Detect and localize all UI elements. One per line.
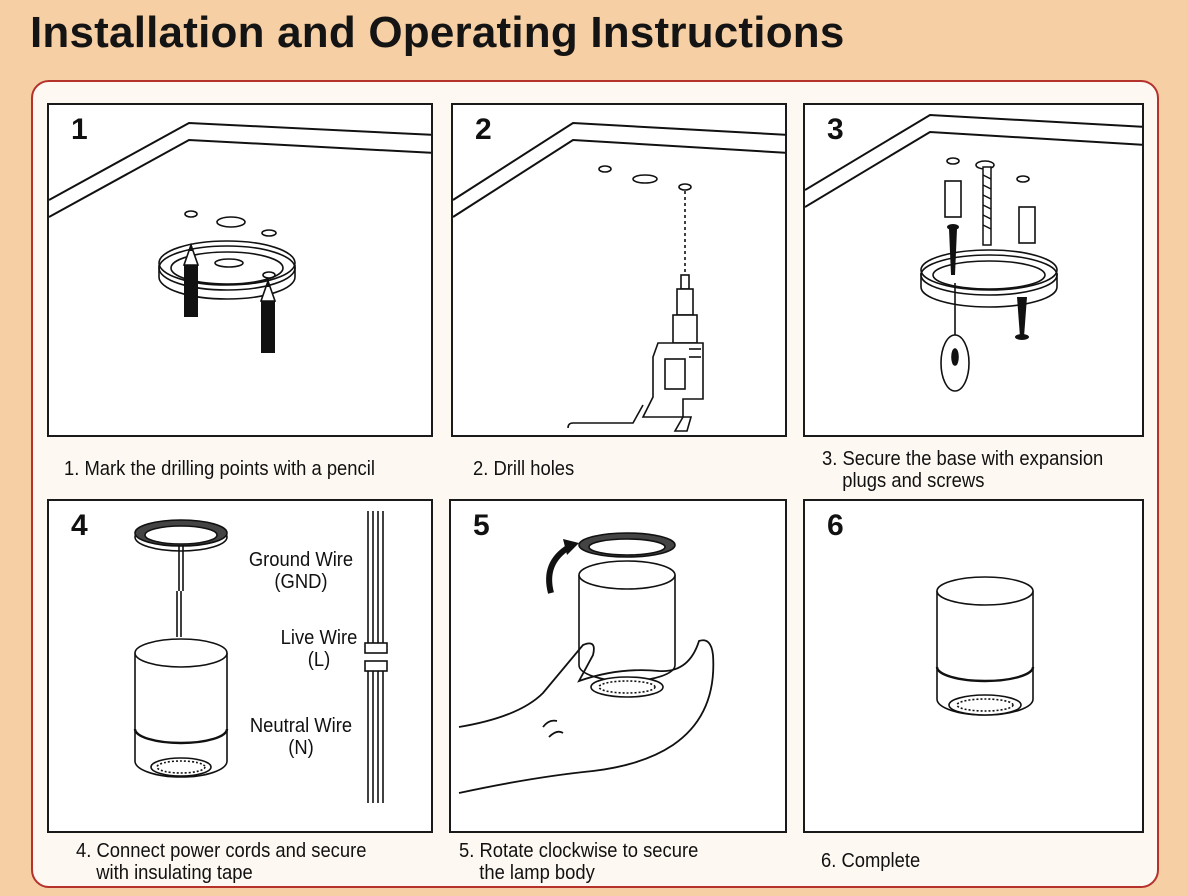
rotate-arrow-icon [546, 539, 579, 594]
step-5-illustration [458, 532, 715, 794]
lamp-icon [578, 560, 676, 698]
ground-wire-label: Ground Wire (GND) [248, 549, 354, 593]
step-number: 6 [827, 509, 844, 542]
page-title: Installation and Operating Instructions [30, 8, 845, 57]
lamp-icon [935, 576, 1035, 716]
step-3-illustration [805, 113, 1142, 392]
step-3-panel: 3 [803, 103, 1144, 437]
step-5-panel: 5 [449, 499, 787, 833]
step-3-caption: 3. Secure the base with expansion plugs … [822, 448, 1104, 492]
step-2-illustration [453, 121, 785, 432]
step-4-panel: 4 Ground Wire (GND) Live Wire (L) Neutra… [47, 499, 433, 833]
screw-icon [947, 224, 959, 275]
screw-icon [1015, 297, 1029, 340]
screwdriver-icon [940, 283, 970, 392]
step-number: 3 [827, 113, 844, 146]
step-4-caption: 4. Connect power cords and secure with i… [76, 840, 367, 884]
step-number: 2 [475, 113, 492, 146]
screw-icon [982, 166, 992, 246]
pencil-icon [259, 278, 277, 353]
step-5-caption: 5. Rotate clockwise to secure the lamp b… [459, 840, 699, 884]
step-number: 1 [71, 113, 88, 146]
step-1-panel: 1 [47, 103, 433, 437]
step-6-caption: 6. Complete [821, 850, 921, 872]
step-2-caption: 2. Drill holes [473, 458, 575, 480]
drill-icon [567, 274, 704, 432]
step-1-illustration [49, 121, 431, 353]
lamp-icon [133, 638, 229, 778]
step-number: 4 [71, 509, 88, 542]
neutral-wire-label: Neutral Wire (N) [249, 715, 353, 759]
step-4-illustration [133, 511, 388, 803]
hand-icon [458, 639, 715, 794]
step-1-caption: 1. Mark the drilling points with a penci… [64, 458, 375, 480]
step-6-illustration [935, 576, 1035, 716]
live-wire-label: Live Wire (L) [280, 627, 358, 671]
step-number: 5 [473, 509, 490, 542]
step-2-panel: 2 [451, 103, 787, 437]
pencil-icon [182, 242, 200, 317]
step-6-panel: 6 [803, 499, 1144, 833]
